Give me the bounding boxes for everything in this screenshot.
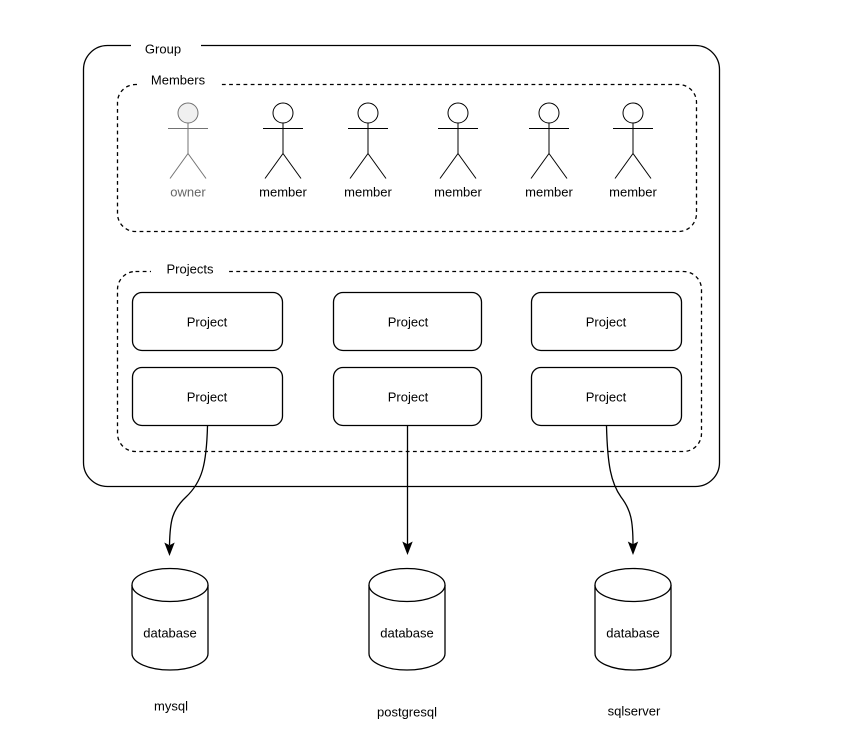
database-name-label: postgresql — [377, 704, 437, 720]
project-box-shape — [131, 366, 284, 427]
project-box-label: Project — [186, 389, 228, 405]
group-label-mask — [131, 38, 201, 52]
project-box-label: Project — [585, 389, 627, 405]
database-caption: database — [143, 625, 197, 641]
arrow-project-to-postgresql — [402, 426, 413, 555]
project-box-label: Project — [387, 389, 429, 405]
project-box-label: Project — [186, 314, 228, 330]
projects-label: Projects — [166, 261, 214, 277]
database-name-label: sqlserver — [607, 703, 661, 719]
project-box-shape — [530, 291, 683, 352]
project-box-shape — [131, 291, 284, 352]
database-cylinder-icon — [368, 567, 446, 671]
member-actor-label: member — [609, 184, 657, 200]
arrowhead-icon — [402, 541, 413, 555]
member-actor-label: member — [525, 184, 573, 200]
database-caption: database — [606, 625, 660, 641]
database-name-label: mysql — [154, 698, 188, 714]
project-box-shape — [332, 291, 483, 352]
member-actor-label: member — [344, 184, 392, 200]
arrow-project-to-mysql — [164, 425, 209, 556]
project-box-label: Project — [585, 314, 627, 330]
group-label: Group — [144, 41, 182, 57]
members-label-mask — [137, 76, 221, 91]
projects-container-shape — [116, 270, 703, 453]
database-cylinder-icon — [131, 567, 209, 671]
member-actor-label: member — [259, 184, 307, 200]
database-cylinder-icon — [594, 567, 672, 671]
project-box-label: Project — [387, 314, 429, 330]
owner-actor-label: owner — [170, 184, 206, 200]
database-caption: database — [380, 625, 434, 641]
member-actor-label: member — [434, 184, 482, 200]
arrowhead-icon — [164, 542, 175, 556]
project-box-shape — [530, 366, 683, 427]
project-box-shape — [332, 366, 483, 427]
arrowhead-icon — [627, 541, 639, 555]
members-label: Members — [150, 72, 206, 88]
arrow-project-to-sqlserver — [605, 425, 639, 555]
members-container-shape — [116, 83, 698, 233]
projects-label-mask — [151, 263, 229, 278]
